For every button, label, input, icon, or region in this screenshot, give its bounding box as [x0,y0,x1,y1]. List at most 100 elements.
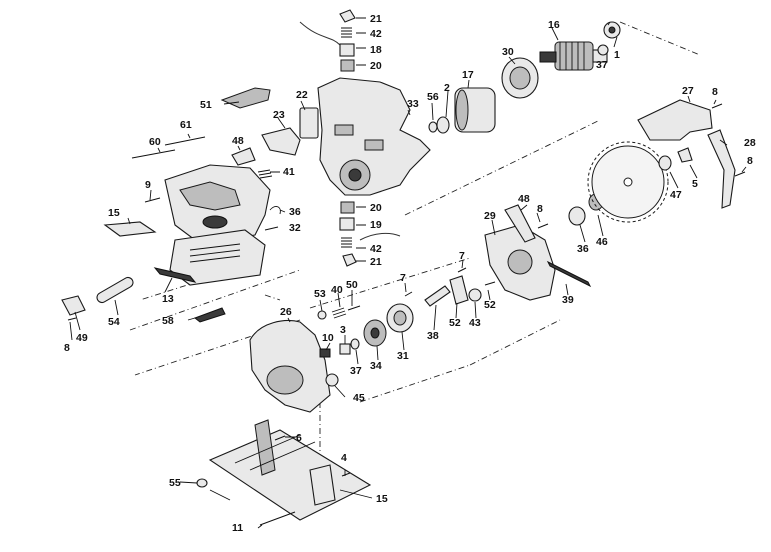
label-51: 51 [200,99,212,111]
label-13: 15 [108,207,120,219]
label-17: 17 [462,69,474,81]
part-52 [449,275,469,305]
switch-44 [231,147,256,166]
shaft-55 [96,276,134,304]
rod-60 [131,149,176,159]
label-50: 50 [346,279,358,291]
label-26: 26 [280,306,292,318]
brush-assembly-bottom [339,201,357,267]
label-3: 3 [340,324,346,336]
screw-4 [341,472,351,477]
label-36: 36 [577,243,589,255]
label-21-top: 21 [370,13,382,25]
motor-housing [317,77,431,196]
washer-37-bottom [350,338,360,350]
spring-41 [331,307,347,319]
label-52: 52 [449,317,461,329]
label-58: 58 [162,315,174,327]
label-12 [153,267,197,283]
flange-36 [568,206,586,226]
label-39: 39 [562,294,574,306]
label-29: 29 [484,210,496,222]
label-37-top: 37 [596,59,608,71]
label-8-top: 8 [712,86,718,98]
label-54: 53 [314,288,326,300]
label-12: 13 [162,293,174,305]
label-32: 32 [289,222,301,234]
label-21-bottom: 21 [370,256,382,268]
upper-guard [484,224,556,301]
label-60: 60 [149,136,161,148]
label-8-left: 8 [64,342,70,354]
bolt-5 [677,147,693,163]
clip-35 [269,206,281,215]
lever-48 [504,204,536,243]
label-49: 49 [76,332,88,344]
part-labels: 21 42 18 20 16 1 37 30 17 2 56 33 22 23 … [64,13,756,534]
label-37-bottom: 37 [350,365,362,377]
brush-assembly-top [339,9,356,72]
strip-39 [546,260,592,288]
label-18: 18 [370,44,382,56]
screw-53 [484,281,496,286]
label-30: 30 [502,46,514,58]
label-2: 2 [444,82,450,94]
wires [299,21,401,241]
spindle-38 [424,285,451,307]
label-8-mid: 8 [537,203,543,215]
label-9: 9 [145,179,151,191]
washer-56 [196,478,208,488]
ring-57 [428,121,438,133]
part-23 [261,127,301,156]
label-43: 43 [469,317,481,329]
label-47: 47 [670,189,682,201]
screw-8-mid [537,223,549,229]
label-44: 48 [232,135,244,147]
label-20-bottom: 20 [370,202,382,214]
guard-cover-27 [637,99,713,141]
washer-43 [468,288,482,302]
base-plate [208,419,372,521]
label-61: 61 [180,119,192,131]
label-45: 45 [353,392,365,404]
label-57: 56 [427,91,439,103]
screw-6 [274,435,286,441]
label-46: 46 [596,236,608,248]
label-13 [103,221,157,237]
guard-28 [707,129,736,209]
label-11: 11 [232,522,243,534]
screw-8-left [67,317,77,321]
label-5: 5 [692,178,698,190]
label-56: 55 [169,477,181,489]
label-31: 31 [397,350,409,362]
label-15: 15 [376,493,388,505]
screw-10 [319,348,331,358]
label-28: 28 [744,137,756,149]
washer-54 [317,310,327,320]
washer-47 [658,155,672,171]
label-16: 16 [548,19,560,31]
label-42-top: 42 [370,28,382,40]
label-4: 4 [341,452,347,464]
housing-32 [169,229,266,286]
part-51 [220,87,271,109]
label-10: 10 [322,332,334,344]
washer-37-top [597,44,609,56]
screw-8-top [711,103,723,109]
screw-9 [144,197,161,203]
label-34: 34 [370,360,382,372]
label-19: 19 [370,219,382,231]
label-48: 48 [518,193,530,205]
label-42-bottom: 42 [370,243,382,255]
label-23: 23 [273,109,285,121]
label-6: 6 [296,432,302,444]
label-35: 36 [289,206,301,218]
label-38: 38 [427,330,439,342]
label-55: 54 [108,316,120,328]
label-1: 1 [614,49,620,61]
screw-11 [259,511,296,526]
label-7-lower: 7 [400,272,406,284]
assembly-lines [129,21,701,505]
label-53: 52 [484,299,496,311]
